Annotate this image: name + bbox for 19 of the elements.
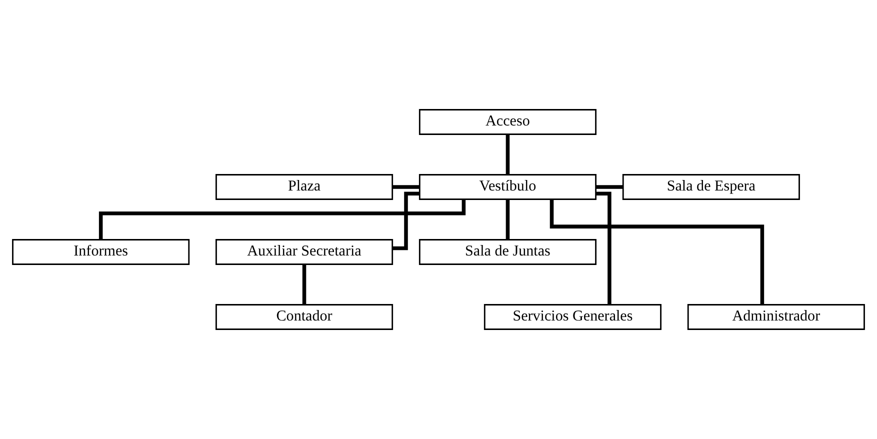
- connector: [302, 264, 306, 304]
- node-box: Informes: [12, 239, 190, 265]
- node-box: Sala de Espera: [622, 174, 800, 200]
- node-box: Administrador: [687, 304, 865, 330]
- connector: [392, 192, 420, 250]
- connector: [98, 199, 466, 240]
- connector: [506, 134, 510, 175]
- node-box: Plaza: [216, 174, 394, 200]
- node-box: Sala de Juntas: [418, 239, 596, 265]
- node-box: Auxiliar Secretaria: [216, 239, 394, 265]
- connector: [550, 200, 764, 304]
- node-box: Acceso: [418, 109, 596, 135]
- node-box: Servicios Generales: [484, 304, 662, 330]
- connector: [506, 200, 510, 240]
- connector: [392, 185, 420, 189]
- node-box: Contador: [216, 304, 394, 330]
- node-box: Vestíbulo: [418, 174, 596, 200]
- connector: [596, 185, 623, 189]
- connector: [596, 192, 612, 305]
